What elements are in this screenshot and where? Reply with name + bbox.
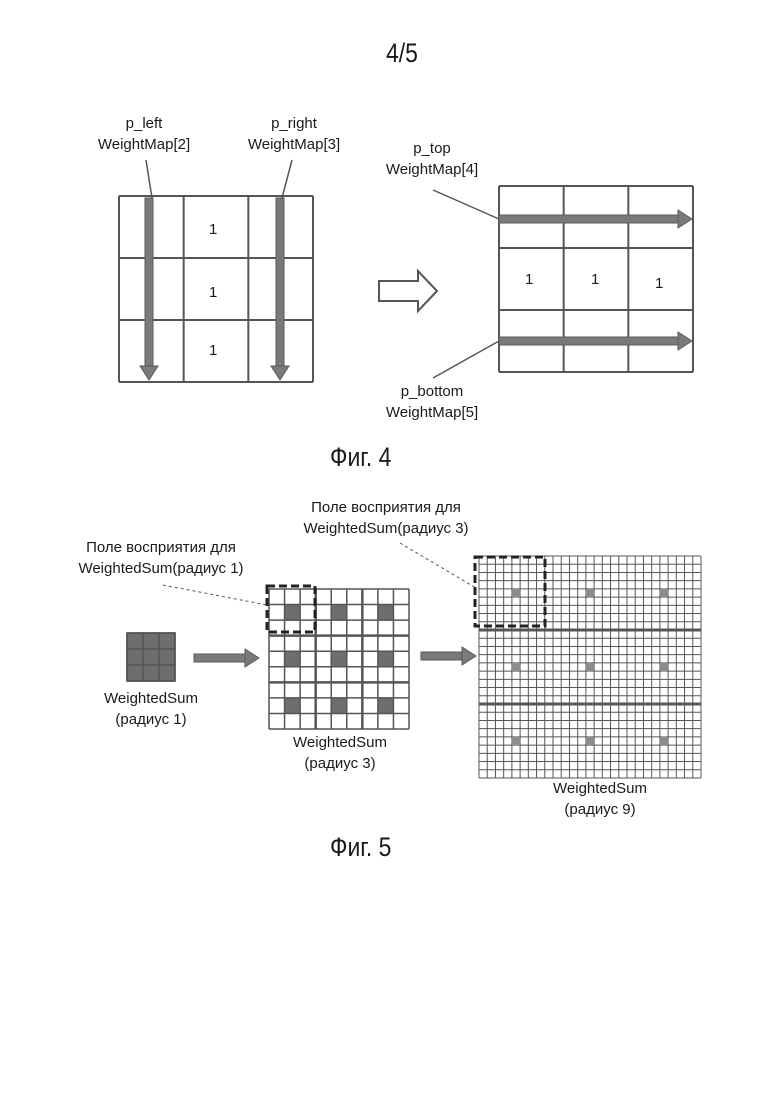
grid-r3-center-cell	[285, 651, 301, 667]
receptive-field-r1-label: Поле восприятия дляWeightedSum(радиус 1)	[66, 537, 256, 579]
p-top-arrow-head	[678, 210, 692, 228]
grid-r3-to-r9-arrow-head	[462, 647, 476, 665]
grid-r1-label: WeightedSum(радиус 1)	[96, 688, 206, 730]
right-grid-cell: 1	[525, 272, 533, 287]
receptive-field-r1-leader	[163, 585, 267, 605]
grid-r9-center-dot	[512, 737, 521, 746]
p-left-leader	[146, 160, 152, 198]
grid-r9-center-dot	[512, 589, 521, 598]
grid-r9-center-dot	[660, 663, 669, 672]
grid-r1-to-r3-arrow-head	[245, 649, 259, 667]
grid-r3-center-cell	[331, 698, 347, 714]
grid-r3-center-cell	[331, 605, 347, 621]
grid-r1	[127, 633, 175, 681]
grid-r3-center-cell	[378, 698, 394, 714]
grid-r9-center-dot	[512, 663, 521, 672]
right-grid-cell: 1	[655, 276, 663, 291]
left-grid-cell: 1	[209, 222, 217, 237]
grid-r3-center-cell	[285, 698, 301, 714]
grid-r9-center-dot	[586, 589, 595, 598]
grid-r9-center-dot	[660, 589, 669, 598]
receptive-field-r3-leader	[400, 543, 476, 588]
grid-r3-label: WeightedSum(радиус 3)	[285, 732, 395, 774]
p-left-arrow	[145, 198, 153, 368]
p-top-label: p_topWeightMap[4]	[378, 138, 486, 180]
right-grid-cell: 1	[591, 272, 599, 287]
grid-r3-center-cell	[378, 605, 394, 621]
grid-r9-center-dot	[586, 737, 595, 746]
p-top-leader	[433, 190, 499, 219]
p-top-arrow	[499, 215, 680, 223]
receptive-field-r3-box	[475, 557, 545, 626]
p-bottom-arrow-head	[678, 332, 692, 350]
p-right-arrow	[276, 198, 284, 368]
p-left-arrow-head	[140, 366, 158, 380]
grid-r1-to-r3-arrow	[194, 654, 247, 662]
grid-r3-center-cell	[331, 651, 347, 667]
left-grid-cell: 1	[209, 285, 217, 300]
fig4-caption: Фиг. 4	[330, 444, 391, 471]
grid-r3-center-cell	[285, 605, 301, 621]
left-grid-cell: 1	[209, 343, 217, 358]
fig5-caption: Фиг. 5	[330, 834, 391, 861]
grid-r9-center-dot	[586, 663, 595, 672]
p-right-label: p_rightWeightMap[3]	[240, 113, 348, 155]
grid-r9-center-dot	[660, 737, 669, 746]
p-left-label: p_leftWeightMap[2]	[92, 113, 196, 155]
p-bottom-label: p_bottomWeightMap[5]	[378, 381, 486, 423]
receptive-field-r3-label: Поле восприятия дляWeightedSum(радиус 3)	[296, 497, 476, 539]
p-bottom-arrow	[499, 337, 680, 345]
p-right-leader	[282, 160, 292, 198]
p-bottom-leader	[433, 341, 499, 378]
grid-r3-to-r9-arrow	[421, 652, 464, 660]
p-right-arrow-head	[271, 366, 289, 380]
grid-r9-label: WeightedSum(радиус 9)	[545, 778, 655, 820]
grid-r3-center-cell	[378, 651, 394, 667]
transform-arrow	[379, 271, 437, 311]
